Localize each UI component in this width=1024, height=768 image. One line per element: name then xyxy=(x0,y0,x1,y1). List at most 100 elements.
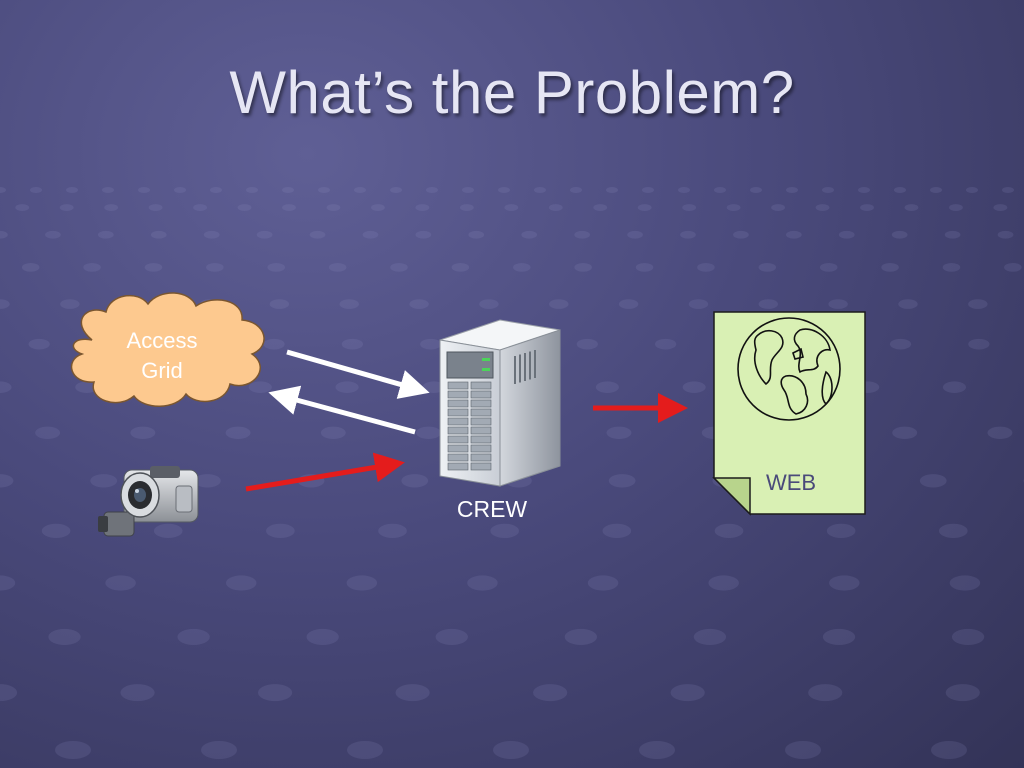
background-dot xyxy=(341,338,363,350)
background-dot xyxy=(328,262,347,272)
background-dot xyxy=(401,474,429,488)
background-dot xyxy=(655,338,677,350)
background-dot xyxy=(335,381,359,393)
background-dot xyxy=(945,684,980,702)
background-dot xyxy=(570,187,582,193)
background-dot xyxy=(35,426,61,440)
background-dot xyxy=(771,204,785,212)
background-dot xyxy=(919,474,947,488)
access-grid-label: Access Grid xyxy=(100,326,224,386)
background-dot xyxy=(714,523,744,539)
background-dot xyxy=(951,628,985,646)
background-dot xyxy=(860,204,874,212)
background-dot xyxy=(467,575,498,591)
background-dot xyxy=(993,204,1008,212)
background-dot xyxy=(826,523,856,539)
background-dot xyxy=(682,381,706,393)
background-dot xyxy=(688,299,709,309)
background-dot xyxy=(48,628,81,646)
server-drive-bay xyxy=(470,408,492,417)
background-dot xyxy=(0,187,6,193)
background-dot xyxy=(420,338,442,350)
background-dot xyxy=(0,299,10,309)
background-dot xyxy=(904,204,919,212)
background-dot xyxy=(670,684,705,702)
server-drive-bay xyxy=(470,426,492,435)
background-dot xyxy=(838,230,855,239)
background-dot xyxy=(153,523,183,539)
background-dot xyxy=(968,299,988,309)
background-dot xyxy=(602,523,632,539)
background-dot xyxy=(468,230,485,239)
background-dot xyxy=(144,262,163,272)
background-dot xyxy=(639,741,675,759)
background-dot xyxy=(318,187,330,193)
background-dot xyxy=(593,204,608,212)
background-dot xyxy=(606,187,618,193)
server-drive-bay xyxy=(470,417,492,426)
background-dot xyxy=(785,741,821,759)
background-dot xyxy=(15,204,30,212)
background-dot xyxy=(635,262,654,272)
server-drive-bay xyxy=(470,453,492,462)
background-dot xyxy=(326,204,341,212)
background-dot xyxy=(263,338,285,350)
server-drive-bay xyxy=(447,453,469,462)
background-dot xyxy=(608,474,636,488)
background-dot xyxy=(346,575,378,591)
background-dot xyxy=(606,426,632,440)
background-dot xyxy=(533,684,568,702)
web-label: WEB xyxy=(765,470,817,495)
background-dot xyxy=(30,187,42,193)
server-drive-bay xyxy=(447,435,469,444)
background-dot xyxy=(521,230,538,239)
background-dot xyxy=(83,262,101,272)
background-dot xyxy=(693,628,727,646)
background-dot xyxy=(898,299,918,309)
background-dot xyxy=(930,187,942,193)
background-dot xyxy=(226,575,257,591)
background-dot xyxy=(987,426,1013,440)
background-dot xyxy=(587,575,619,591)
background-dot xyxy=(206,262,224,272)
background-dot xyxy=(41,523,71,539)
background-dot xyxy=(786,230,802,239)
background-dot xyxy=(90,474,118,488)
background-dot xyxy=(306,628,339,646)
background-dot xyxy=(105,575,136,591)
background-dot xyxy=(490,523,519,539)
background-dot xyxy=(201,741,237,759)
server-tower-icon xyxy=(439,319,561,487)
background-dot xyxy=(0,474,14,488)
server-drive-bay xyxy=(470,462,492,471)
server-drive-bay xyxy=(470,444,492,453)
background-dot xyxy=(892,426,918,440)
background-dot xyxy=(347,741,383,759)
server-drive-bay xyxy=(470,381,492,390)
background-dot xyxy=(120,684,155,702)
server-top-panel xyxy=(446,351,494,379)
background-dot xyxy=(682,204,697,212)
background-dot xyxy=(409,299,429,309)
background-dot xyxy=(225,426,251,440)
background-dot xyxy=(549,299,569,309)
background-dot xyxy=(104,204,119,212)
background-dot xyxy=(1004,262,1022,272)
background-dot xyxy=(894,187,906,193)
background-dot xyxy=(678,187,690,193)
background-dot xyxy=(426,187,438,193)
arrow-server-to-cloud xyxy=(268,385,416,435)
server-status-led xyxy=(482,358,490,361)
server-drive-bay xyxy=(447,408,469,417)
background-dot xyxy=(210,187,222,193)
background-dot xyxy=(966,187,978,193)
background-dot xyxy=(618,299,639,309)
background-dot xyxy=(45,230,61,239)
background-dot xyxy=(733,230,749,239)
web-document-icon xyxy=(712,311,866,516)
background-dot xyxy=(138,187,150,193)
background-dot xyxy=(939,523,968,539)
background-dot xyxy=(102,187,114,193)
background-dot xyxy=(150,230,167,239)
background-dot xyxy=(758,262,777,272)
